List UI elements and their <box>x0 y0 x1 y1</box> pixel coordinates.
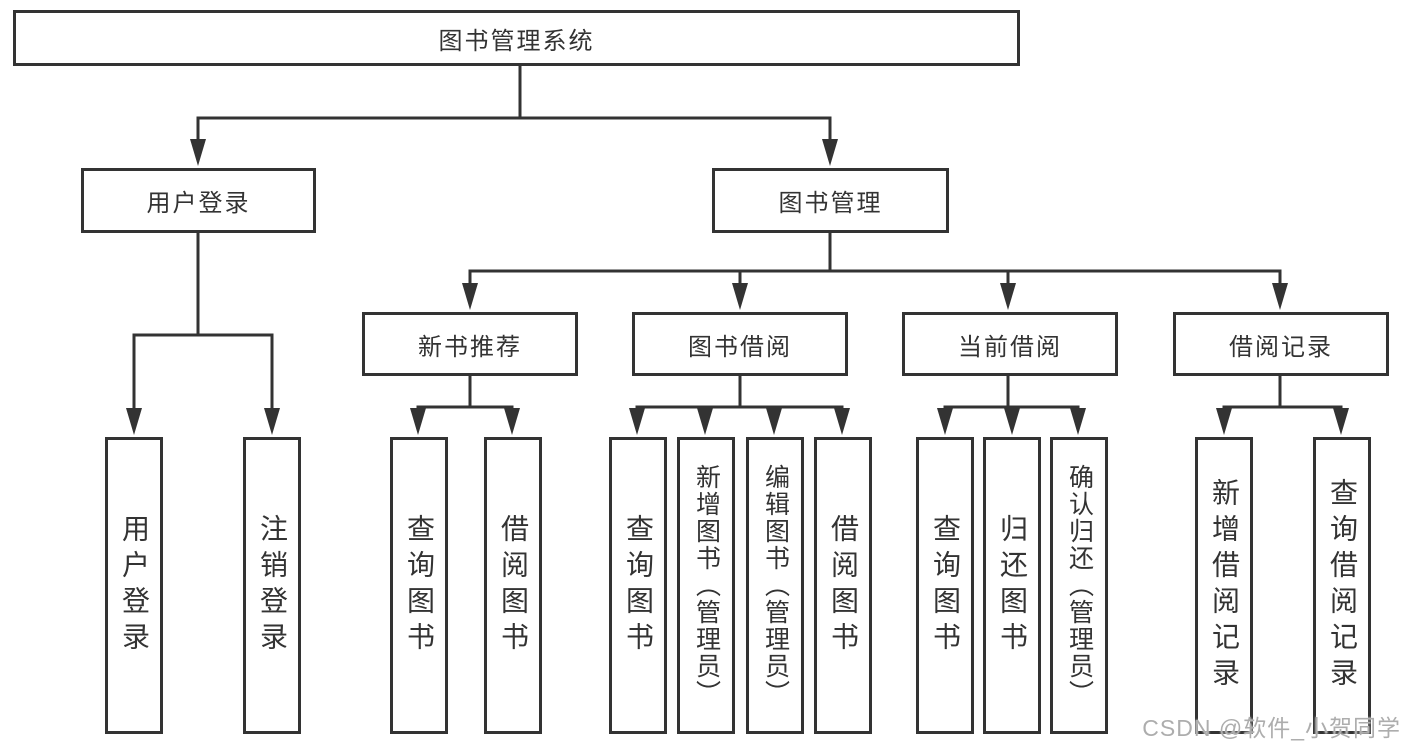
node-confirm-return-admin: 确认归还（管理员） <box>1050 437 1108 734</box>
node-user-login-branch: 用户登录 <box>81 168 316 233</box>
connector-management-to-level3 <box>468 231 1282 288</box>
node-return-book: 归还图书 <box>983 437 1041 734</box>
connector-records-to-leaves <box>1222 374 1343 413</box>
node-borrow-books-recommend-label: 借阅图书 <box>498 513 529 658</box>
node-query-books-recommend: 查询图书 <box>390 437 448 734</box>
node-borrow-books-recommend: 借阅图书 <box>484 437 542 734</box>
node-user-login: 用户登录 <box>105 437 163 734</box>
watermark-text: CSDN @软件_小贺同学 <box>1142 715 1401 741</box>
arrowheads <box>126 139 1349 435</box>
node-query-books-recommend-label: 查询图书 <box>404 513 435 658</box>
node-borrow-books-label: 借阅图书 <box>828 513 859 658</box>
node-query-borrow-record-label: 查询借阅记录 <box>1327 477 1358 694</box>
node-user-login-branch-label: 用户登录 <box>146 190 251 217</box>
node-add-book-admin-label: 新增图书（管理员） <box>692 464 721 707</box>
connector-recommend-to-leaves <box>416 374 514 413</box>
node-user-login-label: 用户登录 <box>119 513 150 658</box>
node-add-borrow-record: 新增借阅记录 <box>1195 437 1253 734</box>
connector-userlogin-to-leaves <box>132 231 274 412</box>
node-query-books-current: 查询图书 <box>916 437 974 734</box>
node-query-books-borrow: 查询图书 <box>609 437 667 734</box>
node-book-borrow-label: 图书借阅 <box>688 333 792 361</box>
node-current-borrow-label: 当前借阅 <box>958 333 1062 361</box>
node-edit-book-admin: 编辑图书（管理员） <box>746 437 804 734</box>
node-query-books-current-label: 查询图书 <box>930 513 961 658</box>
node-root: 图书管理系统 <box>13 10 1020 66</box>
node-query-books-borrow-label: 查询图书 <box>623 513 654 658</box>
node-book-management-branch: 图书管理 <box>712 168 949 233</box>
node-edit-book-admin-label: 编辑图书（管理员） <box>761 464 790 707</box>
node-query-borrow-record: 查询借阅记录 <box>1313 437 1371 734</box>
node-confirm-return-admin-label: 确认归还（管理员） <box>1065 464 1094 707</box>
connector-root-to-level2 <box>196 64 832 144</box>
node-borrow-records-label: 借阅记录 <box>1229 333 1333 361</box>
node-root-label: 图书管理系统 <box>438 27 595 55</box>
connector-current-to-leaves <box>943 374 1080 413</box>
node-borrow-records: 借阅记录 <box>1173 312 1389 376</box>
node-return-book-label: 归还图书 <box>997 513 1028 658</box>
node-new-book-recommend-label: 新书推荐 <box>418 333 522 361</box>
node-logout-label: 注销登录 <box>257 513 288 658</box>
node-book-borrow: 图书借阅 <box>632 312 848 376</box>
node-book-management-branch-label: 图书管理 <box>778 190 883 217</box>
node-add-book-admin: 新增图书（管理员） <box>677 437 735 734</box>
node-add-borrow-record-label: 新增借阅记录 <box>1209 477 1240 694</box>
connector-borrow-to-leaves <box>635 374 844 413</box>
node-logout: 注销登录 <box>243 437 301 734</box>
node-current-borrow: 当前借阅 <box>902 312 1118 376</box>
node-new-book-recommend: 新书推荐 <box>362 312 578 376</box>
node-borrow-books: 借阅图书 <box>814 437 872 734</box>
